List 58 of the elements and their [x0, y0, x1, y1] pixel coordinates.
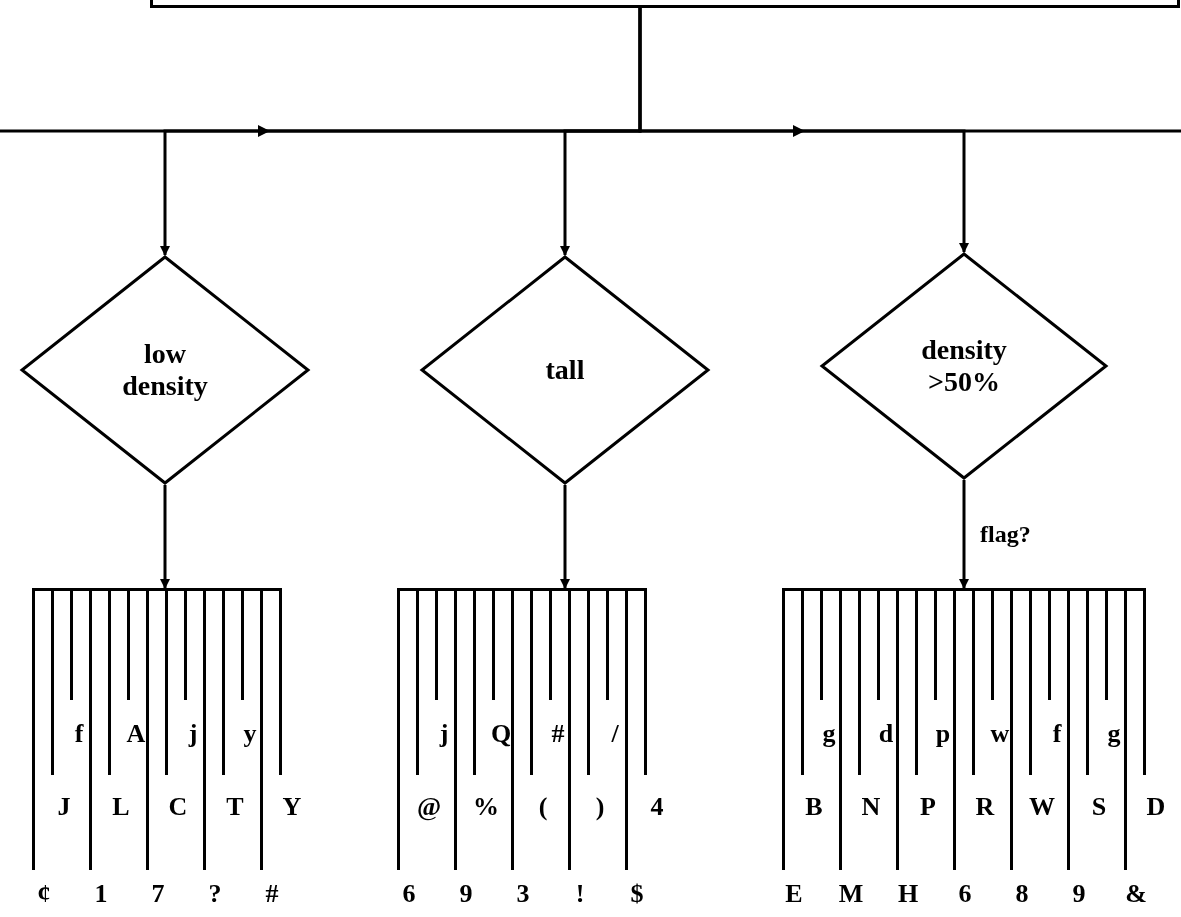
character-label: L [112, 793, 130, 821]
character-label: g [822, 720, 836, 748]
character-label: E [785, 880, 803, 908]
character-label: 7 [151, 880, 165, 908]
character-label: # [551, 720, 565, 748]
character-label: % [473, 793, 499, 821]
arrow [560, 485, 570, 589]
decision-diamond [20, 255, 310, 485]
character-label: # [265, 880, 279, 908]
character-label: f [1052, 720, 1062, 748]
character-label: 8 [1015, 880, 1029, 908]
character-label: j [439, 720, 449, 748]
character-label: g [1107, 720, 1121, 748]
character-label: ) [595, 793, 605, 821]
character-label: R [975, 793, 995, 821]
character-label: 9 [1072, 880, 1086, 908]
character-label: D [1146, 793, 1166, 821]
character-label: 6 [402, 880, 416, 908]
arrow [160, 485, 170, 589]
character-label: J [57, 793, 71, 821]
character-label: C [168, 793, 188, 821]
character-label: ( [538, 793, 548, 821]
character-label: S [1091, 793, 1107, 821]
character-label: $ [630, 880, 644, 908]
character-label: 1 [94, 880, 108, 908]
character-label: @ [416, 793, 442, 821]
decision-text: density >50% [920, 334, 1008, 398]
character-label: P [920, 793, 936, 821]
character-label: d [878, 720, 894, 748]
character-label: W [1029, 793, 1055, 821]
decision-diamond [820, 252, 1108, 480]
character-label: 3 [516, 880, 530, 908]
character-label: B [805, 793, 823, 821]
character-label: ¢ [37, 880, 51, 908]
character-label: A [126, 720, 146, 748]
character-label: Q [490, 720, 512, 748]
character-label: M [838, 880, 864, 908]
character-label: p [935, 720, 951, 748]
character-label: j [188, 720, 198, 748]
character-label: / [611, 720, 619, 748]
character-label: ! [575, 880, 585, 908]
character-label: w [990, 720, 1010, 748]
character-label: 9 [459, 880, 473, 908]
character-label: f [74, 720, 84, 748]
decision-text: low density [121, 338, 209, 402]
character-label: T [226, 793, 244, 821]
character-label: Y [282, 793, 302, 821]
character-label: y [243, 720, 257, 748]
character-label: & [1125, 880, 1147, 908]
character-label: H [897, 880, 919, 908]
character-label: N [861, 793, 881, 821]
decision-text: tall [544, 354, 586, 386]
decision-diamond [420, 255, 710, 485]
arrow [959, 480, 969, 589]
arrow [638, 8, 969, 253]
character-label: 6 [958, 880, 972, 908]
character-label: 4 [650, 793, 664, 821]
character-label: ? [208, 880, 222, 908]
